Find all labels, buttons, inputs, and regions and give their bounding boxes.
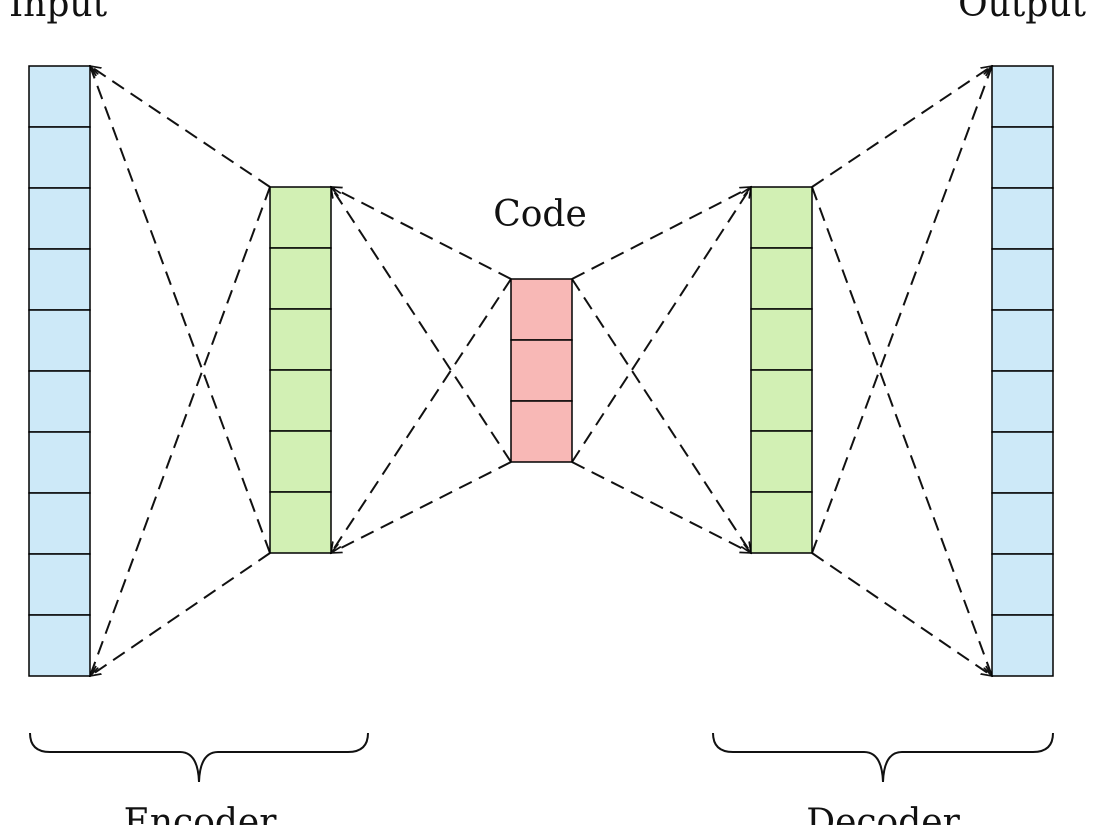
output-layer-unit bbox=[991, 126, 1054, 189]
output-layer-unit bbox=[991, 187, 1054, 250]
output-layer-unit bbox=[991, 553, 1054, 616]
encoder-connection bbox=[331, 187, 512, 280]
encoder-connection bbox=[90, 66, 271, 554]
code-layer-unit bbox=[510, 339, 573, 402]
code-layer-unit bbox=[510, 278, 573, 341]
decoder-hidden-layer-unit bbox=[750, 186, 813, 249]
decoder-hidden-layer-unit bbox=[750, 369, 813, 432]
code-label: Code bbox=[493, 194, 587, 235]
encoder-connection bbox=[90, 66, 271, 188]
decoder-connection bbox=[571, 187, 751, 463]
decoder-connection bbox=[811, 186, 992, 676]
input-layer bbox=[28, 65, 91, 677]
decoder-hidden-layer-unit bbox=[750, 308, 813, 371]
encoder-connection bbox=[331, 187, 512, 463]
input-layer-unit bbox=[28, 492, 91, 555]
encoder-hidden-layer-unit bbox=[269, 430, 332, 493]
encoder-hidden-layer-unit bbox=[269, 247, 332, 310]
encoder-hidden-layer-unit bbox=[269, 186, 332, 249]
encoder-connection bbox=[331, 461, 512, 553]
encoder-connection bbox=[331, 278, 512, 553]
input-layer-unit bbox=[28, 431, 91, 494]
decoder-connection bbox=[571, 187, 751, 280]
input-label: Input bbox=[9, 0, 108, 25]
input-layer-unit bbox=[28, 614, 91, 677]
decoder-hidden-layer-unit bbox=[750, 430, 813, 493]
connections bbox=[90, 66, 992, 676]
layers bbox=[28, 65, 1054, 677]
decoder-hidden-layer-unit bbox=[750, 247, 813, 310]
decoder-connection bbox=[811, 66, 992, 554]
encoder-connection bbox=[90, 186, 271, 676]
encoder-hidden-layer-unit bbox=[269, 369, 332, 432]
decoder-connection bbox=[571, 461, 751, 553]
code-layer bbox=[510, 278, 573, 463]
output-layer-unit bbox=[991, 309, 1054, 372]
input-layer-unit bbox=[28, 126, 91, 189]
decoder-connection bbox=[571, 278, 751, 553]
decoder-label: Decoder bbox=[806, 802, 960, 825]
input-layer-unit bbox=[28, 309, 91, 372]
output-layer-unit bbox=[991, 248, 1054, 311]
encoder-label: Encoder bbox=[124, 802, 278, 825]
decoder-brace bbox=[712, 732, 1054, 783]
input-layer-unit bbox=[28, 248, 91, 311]
output-label: Output bbox=[958, 0, 1086, 25]
output-layer-unit bbox=[991, 370, 1054, 433]
decoder-connection bbox=[811, 66, 992, 188]
decoder-hidden-layer bbox=[750, 186, 813, 554]
input-layer-unit bbox=[28, 65, 91, 128]
output-layer-unit bbox=[991, 65, 1054, 128]
output-layer bbox=[991, 65, 1054, 677]
encoder-brace bbox=[29, 732, 369, 783]
input-layer-unit bbox=[28, 553, 91, 616]
output-layer-unit bbox=[991, 492, 1054, 555]
encoder-hidden-layer-unit bbox=[269, 308, 332, 371]
encoder-hidden-layer bbox=[269, 186, 332, 554]
output-layer-unit bbox=[991, 431, 1054, 494]
input-layer-unit bbox=[28, 370, 91, 433]
decoder-hidden-layer-unit bbox=[750, 491, 813, 554]
code-layer-unit bbox=[510, 400, 573, 463]
decoder-connection bbox=[811, 552, 992, 676]
encoder-connection bbox=[90, 552, 271, 676]
input-layer-unit bbox=[28, 187, 91, 250]
encoder-hidden-layer-unit bbox=[269, 491, 332, 554]
output-layer-unit bbox=[991, 614, 1054, 677]
